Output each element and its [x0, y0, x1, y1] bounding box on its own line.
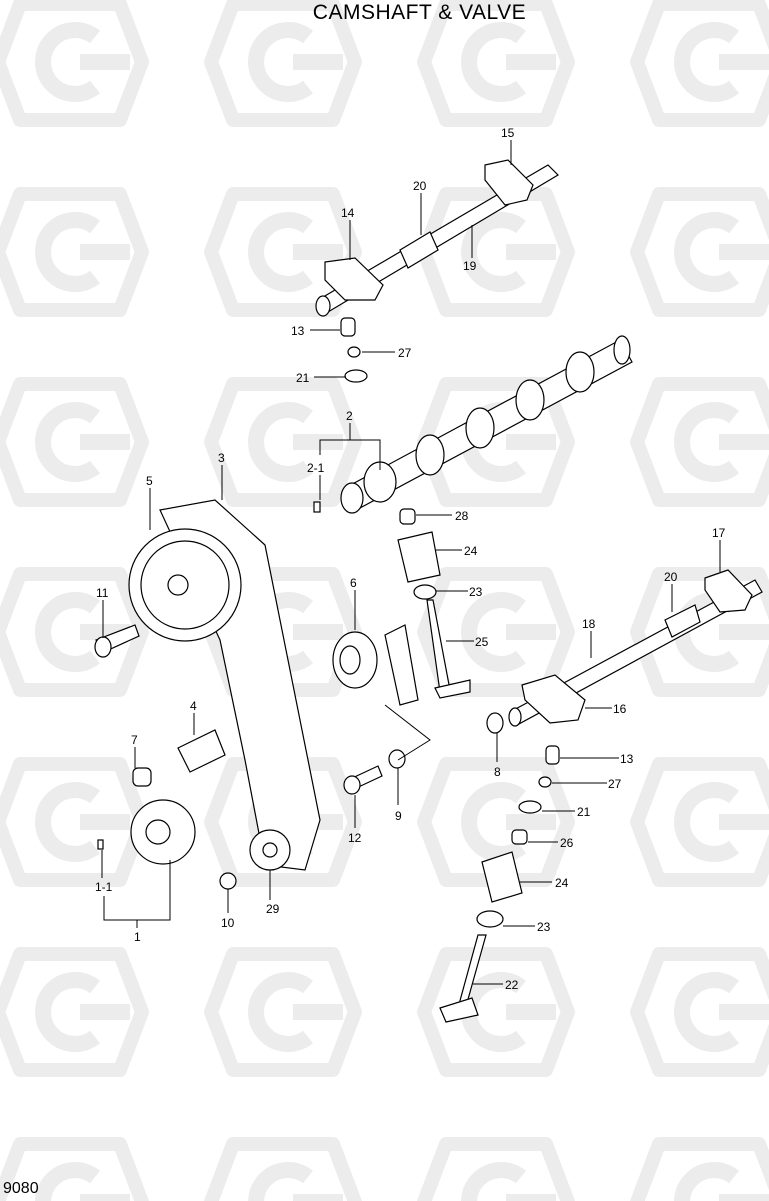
page-number: 9080	[3, 1180, 39, 1197]
watermark-logo	[637, 384, 769, 500]
callout-24: 24	[464, 544, 478, 558]
callout-5: 5	[146, 474, 153, 488]
callout-labels: 15 20 14 19 13 27 21 2 2-1 3 5 28 24 23 …	[95, 126, 726, 992]
watermark-logo	[0, 954, 142, 1070]
callout-13: 13	[291, 324, 305, 338]
callout-15: 15	[501, 126, 515, 140]
callout-2-1: 2-1	[307, 461, 325, 475]
callout-2: 2	[346, 409, 353, 423]
washer-9	[388, 749, 406, 769]
camshaft	[340, 335, 633, 514]
callout-3: 3	[218, 451, 225, 465]
retainer-23-lower	[476, 910, 504, 928]
spring-4	[177, 729, 226, 773]
callout-21-lower: 21	[577, 805, 591, 819]
callout-16: 16	[613, 702, 627, 716]
retainer-23-upper	[413, 584, 437, 600]
callout-1-1: 1-1	[95, 880, 113, 894]
watermark-logo	[0, 384, 142, 500]
spring-24-lower	[481, 851, 523, 903]
watermark-logo	[0, 194, 142, 310]
collet-27-upper	[347, 346, 361, 358]
callout-23-lower: 23	[537, 920, 551, 934]
seal-26	[511, 829, 528, 845]
callout-28: 28	[455, 509, 469, 523]
watermark-logo	[211, 954, 355, 1070]
callout-17: 17	[712, 526, 726, 540]
watermark-logo	[637, 954, 769, 1070]
watermark-logo	[637, 1144, 769, 1201]
callout-8: 8	[494, 765, 501, 779]
rocker-shaft-upper	[315, 159, 559, 317]
watermark-logo	[0, 764, 142, 880]
callout-12: 12	[348, 831, 362, 845]
adjuster-13-lower	[545, 745, 560, 765]
callout-4: 4	[190, 699, 197, 713]
collet-27-lower	[538, 776, 552, 788]
callout-7: 7	[131, 733, 138, 747]
callout-27-lower: 27	[608, 777, 622, 791]
callout-6: 6	[350, 576, 357, 590]
callout-13-lower: 13	[620, 752, 634, 766]
leader-lines	[101, 140, 721, 985]
seal-8	[486, 712, 504, 734]
callout-25: 25	[475, 635, 489, 649]
callout-22: 22	[505, 978, 519, 992]
callout-14: 14	[341, 206, 355, 220]
callout-27: 27	[398, 346, 412, 360]
callout-10: 10	[221, 916, 235, 930]
bushing-7	[132, 767, 152, 787]
callout-18: 18	[582, 617, 596, 631]
retainer-21-upper	[344, 369, 368, 383]
watermark-logo	[211, 384, 355, 500]
callout-20-lower: 20	[664, 570, 678, 584]
watermark-pattern	[0, 4, 769, 1201]
watermark-logo	[211, 1144, 355, 1201]
callout-9: 9	[395, 809, 402, 823]
adjuster-13-upper	[340, 317, 356, 337]
tappet-28	[399, 508, 416, 525]
rocker-shaft-lower	[508, 569, 763, 727]
callout-1: 1	[134, 930, 141, 944]
key-1-1	[97, 839, 104, 850]
watermark-logo	[424, 1144, 568, 1201]
watermark-logo	[637, 764, 769, 880]
pin-2-1	[313, 501, 321, 513]
callout-19: 19	[463, 259, 477, 273]
callout-11: 11	[96, 586, 109, 600]
callout-29: 29	[266, 902, 280, 916]
retainer-21-lower	[518, 800, 542, 814]
callout-23: 23	[469, 585, 483, 599]
nut-10	[219, 872, 237, 890]
callout-26: 26	[560, 836, 574, 850]
diagram-title: CAMSHAFT & VALVE	[312, 1, 527, 24]
callout-21: 21	[296, 371, 310, 385]
watermark-logo	[637, 194, 769, 310]
spring-24-upper	[397, 531, 441, 583]
callout-20: 20	[413, 179, 427, 193]
callout-24-lower: 24	[555, 876, 569, 890]
